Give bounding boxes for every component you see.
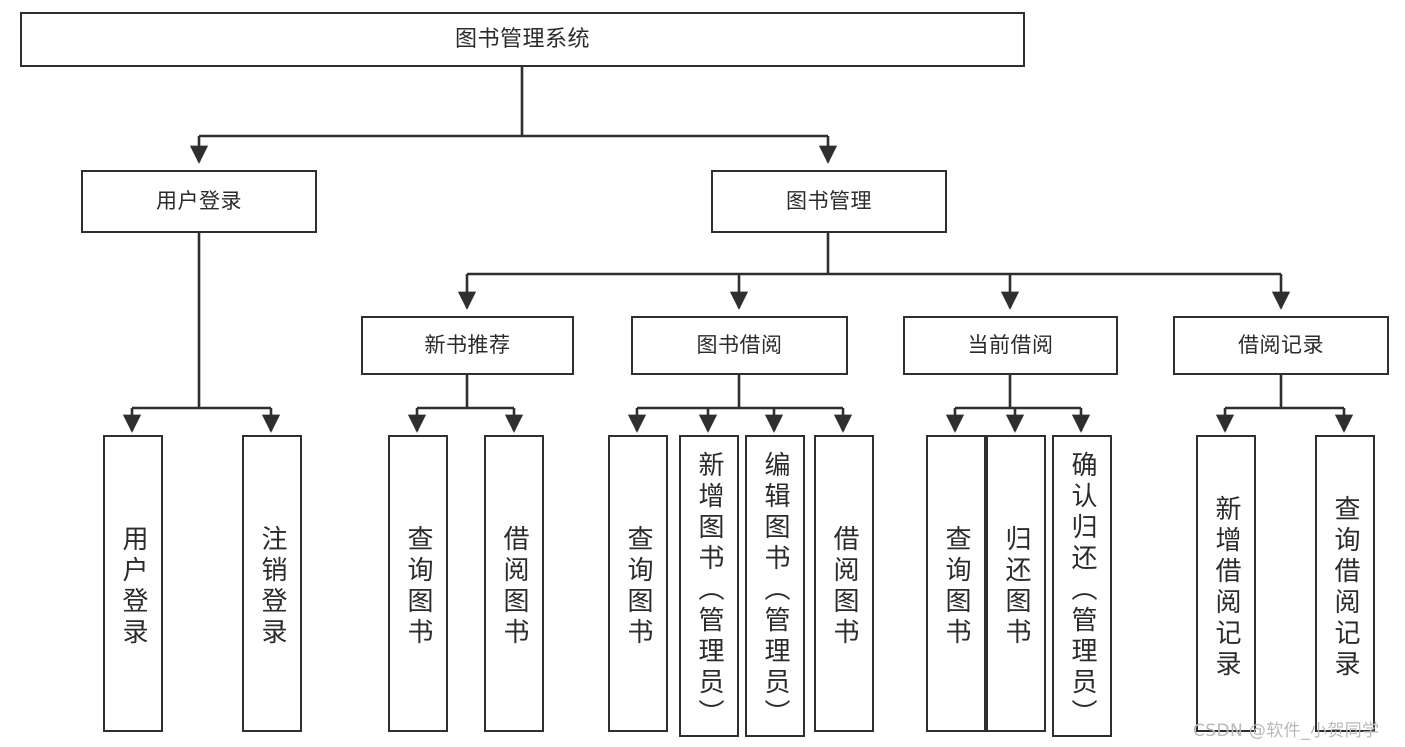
node-book-manage[interactable]: 图书管理 <box>711 170 947 233</box>
node-label: 查询图书 <box>941 525 971 649</box>
node-user-login[interactable]: 用户登录 <box>81 170 317 233</box>
node-label: 编辑图书（管理员） <box>760 451 790 730</box>
leaf-query-book-3[interactable]: 查询图书 <box>926 435 986 732</box>
node-label: 借阅记录 <box>1238 333 1324 358</box>
leaf-confirm-return[interactable]: 确认归还（管理员） <box>1052 435 1112 737</box>
node-label: 新增图书（管理员） <box>694 451 724 730</box>
leaf-add-record[interactable]: 新增借阅记录 <box>1196 435 1256 732</box>
node-label: 注销登录 <box>257 525 287 649</box>
node-label: 新增借阅记录 <box>1211 495 1241 681</box>
leaf-query-record[interactable]: 查询借阅记录 <box>1315 435 1375 732</box>
node-label: 确认归还（管理员） <box>1067 451 1097 730</box>
leaf-borrow-book-2[interactable]: 借阅图书 <box>814 435 874 732</box>
node-label: 用户登录 <box>156 189 242 214</box>
leaf-logout-login[interactable]: 注销登录 <box>242 435 302 732</box>
leaf-add-book[interactable]: 新增图书（管理员） <box>679 435 739 737</box>
node-label: 借阅图书 <box>829 525 859 649</box>
node-label: 借阅图书 <box>499 525 529 649</box>
node-label: 图书借阅 <box>696 333 783 358</box>
node-label: 新书推荐 <box>424 333 511 358</box>
node-label: 图书管理系统 <box>454 26 590 52</box>
node-book-borrow[interactable]: 图书借阅 <box>631 316 848 375</box>
leaf-user-login[interactable]: 用户登录 <box>103 435 163 732</box>
node-label: 图书管理 <box>786 189 872 214</box>
node-label: 当前借阅 <box>967 333 1054 358</box>
node-label: 查询借阅记录 <box>1330 495 1360 681</box>
node-label: 查询图书 <box>403 525 433 649</box>
leaf-return-book[interactable]: 归还图书 <box>986 435 1046 732</box>
node-borrow-record[interactable]: 借阅记录 <box>1173 316 1389 375</box>
node-label: 用户登录 <box>118 525 148 649</box>
node-current-borrow[interactable]: 当前借阅 <box>903 316 1118 375</box>
node-label: 查询图书 <box>623 525 653 649</box>
node-root-system[interactable]: 图书管理系统 <box>20 12 1025 67</box>
node-new-book-rec[interactable]: 新书推荐 <box>361 316 574 375</box>
csdn-watermark: CSDN @软件_小贺同学 <box>1193 721 1380 741</box>
leaf-query-book-2[interactable]: 查询图书 <box>608 435 668 732</box>
leaf-borrow-book-1[interactable]: 借阅图书 <box>484 435 544 732</box>
leaf-query-book-1[interactable]: 查询图书 <box>388 435 448 732</box>
leaf-edit-book[interactable]: 编辑图书（管理员） <box>745 435 805 737</box>
node-label: 归还图书 <box>1001 525 1031 649</box>
